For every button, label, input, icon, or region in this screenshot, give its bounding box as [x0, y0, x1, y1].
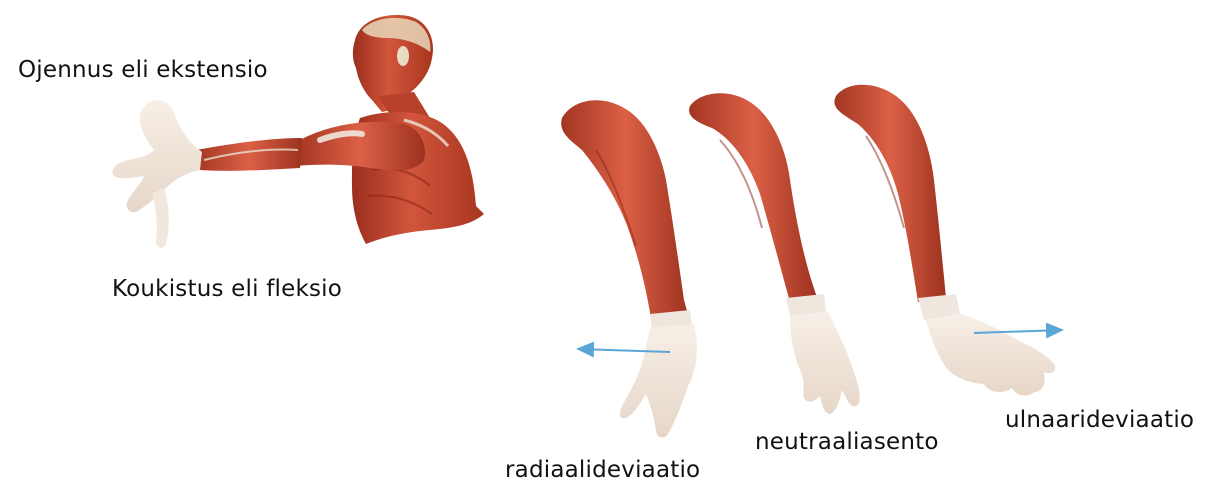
muscle-torso-illustration — [112, 15, 484, 248]
forearm-neutral-illustration — [688, 93, 860, 414]
label-radial-deviation: radiaalideviaatio — [505, 457, 700, 483]
label-ulnar-deviation: ulnaarideviaatio — [1005, 407, 1194, 433]
label-extension: Ojennus eli ekstensio — [18, 57, 268, 83]
forearm-ulnar-deviation-illustration — [834, 85, 1062, 396]
label-neutral-position: neutraaliasento — [755, 429, 939, 455]
forearm-radial-deviation-illustration — [561, 100, 697, 437]
label-flexion: Koukistus eli fleksio — [112, 276, 342, 302]
